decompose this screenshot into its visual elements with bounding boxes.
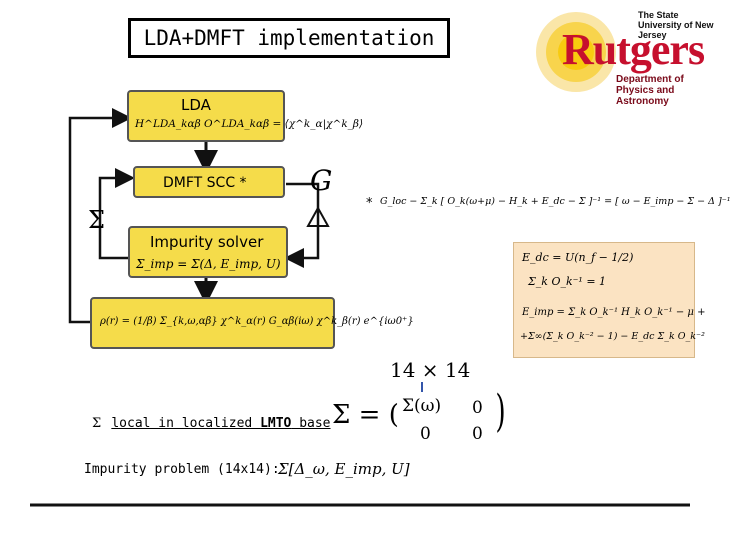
rutgers-logo: The State University of New Jersey Rutge… [530, 4, 720, 107]
matrix-a12: 0 [472, 398, 483, 418]
department-name: Department of Physics and Astronomy [616, 74, 684, 107]
note-sigma: Σ [92, 416, 102, 431]
matrix-lhs: Σ = ( [332, 400, 399, 430]
locality-note: Σ local in localized LMTO base [92, 416, 331, 431]
university-name: The State University of New Jersey [638, 10, 714, 40]
matrix-a22: 0 [472, 424, 483, 444]
lda-box: LDA H^LDA_kαβ O^LDA_kαβ = ⟨χ^k_α|χ^k_β⟩ [127, 90, 363, 142]
seal-icon [536, 12, 616, 92]
lda-label: LDA [181, 96, 211, 114]
impurity-solver-label: Impurity solver [150, 233, 264, 251]
matrix-a21: 0 [420, 424, 431, 444]
dmft-scc-box: DMFT SCC * [133, 166, 285, 198]
lda-formula: H^LDA_kαβ O^LDA_kαβ = ⟨χ^k_α|χ^k_β⟩ [135, 118, 364, 130]
density-box: ρ(r) = (1/β) Σ_{k,ω,αβ} χ^k_α(r) G_αβ(iω… [90, 297, 414, 349]
overlap-line: Σ_k O_k⁻¹ = 1 [528, 275, 607, 288]
impurity-problem-label: Impurity problem (14x14): [84, 462, 280, 477]
loop-g-delta [284, 182, 320, 268]
dmft-scc-label: DMFT SCC * [163, 175, 247, 191]
delta-triangle [306, 205, 330, 227]
rutgers-wordmark: Rutgers [562, 25, 705, 74]
loop-density-lda [68, 108, 132, 324]
g-symbol: G [310, 164, 333, 197]
impurity-formula: Σ_imp = Σ(Δ, E_imp, U) [136, 257, 281, 271]
edc-line: E_dc = U(n_f − 1/2) [522, 251, 634, 264]
matrix-size: 14 × 14 [390, 358, 471, 382]
impurity-problem-formula: Σ[Δ_ω, E_imp, U] [278, 460, 410, 478]
scc-star: * [366, 196, 373, 211]
density-formula: ρ(r) = (1/β) Σ_{k,ω,αβ} χ^k_α(r) G_αβ(iω… [100, 316, 414, 327]
eimp-line: E_imp = Σ_k O_k⁻¹ H_k O_k⁻¹ − μ + [522, 307, 706, 318]
sigma-symbol: Σ [88, 206, 105, 234]
note-local-suffix: base [291, 416, 331, 431]
page-title: LDA+DMFT implementation [128, 18, 450, 58]
loop-sigma [98, 168, 135, 260]
note-lmto: LMTO [260, 416, 292, 431]
matrix-a11: Σ(ω) [402, 396, 442, 416]
scc-equation: G_loc − Σ_k [ O_k(ω+μ) − H_k + E_dc − Σ … [380, 196, 731, 207]
side-equations-panel: E_dc = U(n_f − 1/2) Σ_k O_k⁻¹ = 1 E_imp … [513, 242, 705, 358]
sigma-inf-line: +Σ∞(Σ_k O_k⁻² − 1) − E_dc Σ_k O_k⁻² [520, 331, 705, 342]
matrix-rhs: ) [495, 386, 506, 437]
note-local-prefix: local in localized [111, 416, 261, 431]
impurity-solver-box: Impurity solver Σ_imp = Σ(Δ, E_imp, U) [128, 226, 288, 278]
